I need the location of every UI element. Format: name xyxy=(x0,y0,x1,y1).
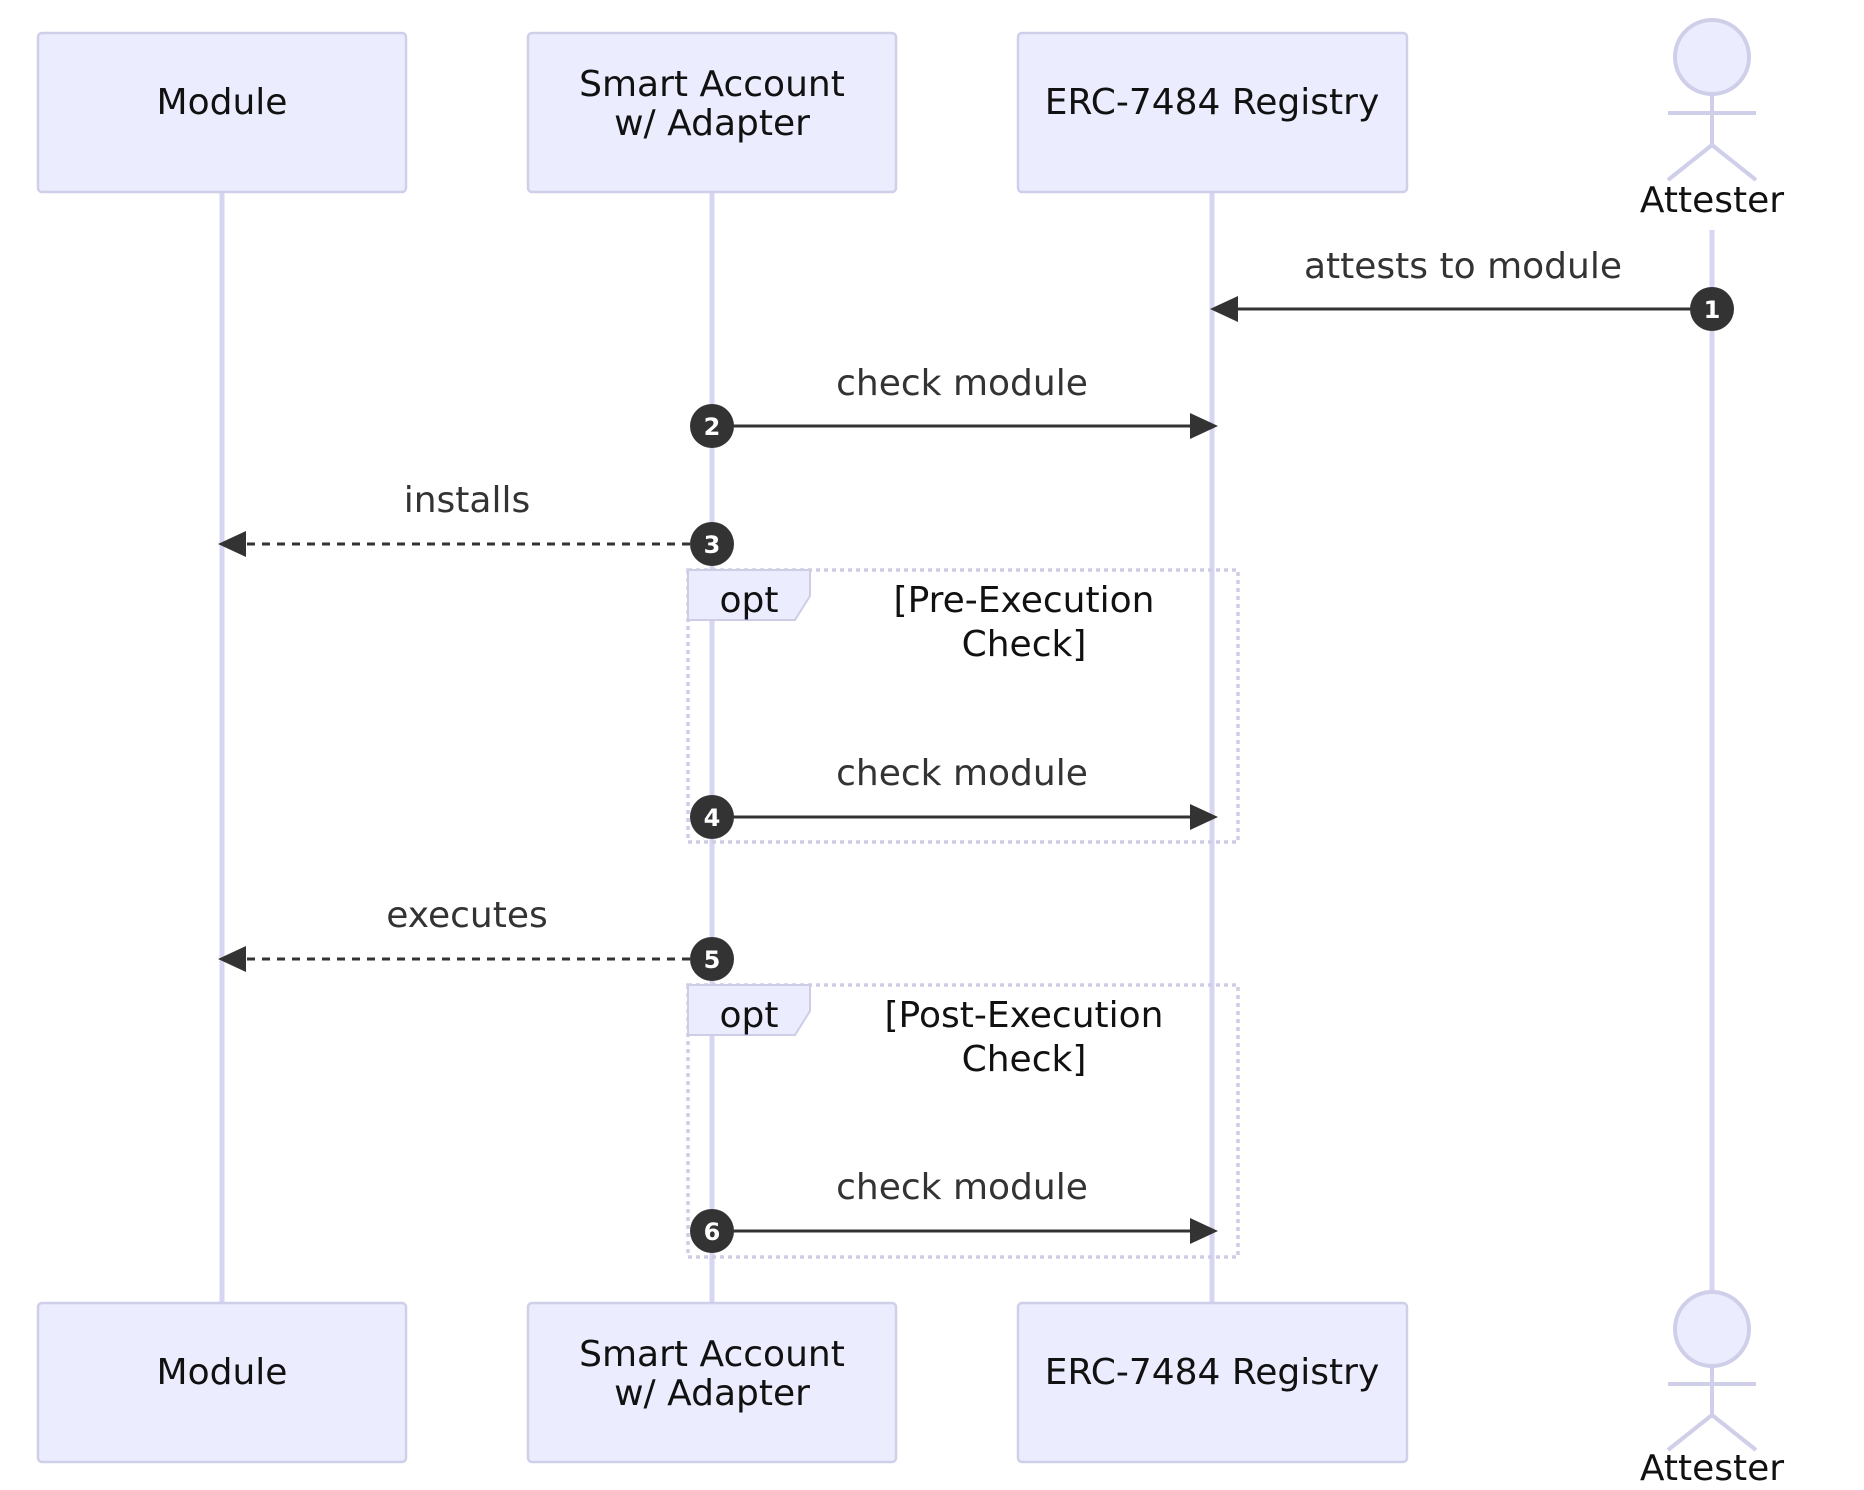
participant-attester-label: Attester xyxy=(1640,1448,1784,1489)
svg-text:5: 5 xyxy=(704,946,721,974)
participant-attester-label: Attester xyxy=(1640,180,1784,221)
participant-smart-account-bottom: Smart Account w/ Adapter xyxy=(526,1301,898,1464)
message-label: installs xyxy=(404,480,531,521)
svg-text:6: 6 xyxy=(704,1218,721,1246)
participant-module-label: Module xyxy=(157,1352,288,1393)
svg-text:2: 2 xyxy=(704,413,721,441)
participant-smart-account-top: Smart Account w/ Adapter xyxy=(526,31,898,194)
fragment-condition-line1: [Post-Execution xyxy=(884,995,1163,1036)
message-2: check module 2 xyxy=(690,363,1218,448)
participant-module-top: Module xyxy=(36,31,408,194)
participants-bottom: Module Smart Account w/ Adapter ERC-7484… xyxy=(36,1290,1784,1489)
arrowhead-left-icon xyxy=(218,946,246,972)
fragment-pre-execution: opt [Pre-Execution Check] xyxy=(686,568,1240,844)
message-label: attests to module xyxy=(1304,246,1622,287)
sequence-number-badge: 1 xyxy=(1690,287,1734,331)
messages: attests to module 1 check module 2 insta… xyxy=(218,246,1734,1253)
message-3: installs 3 xyxy=(218,480,734,566)
message-1: attests to module 1 xyxy=(1210,246,1734,331)
participants-top: Module Smart Account w/ Adapter ERC-7484… xyxy=(36,18,1784,221)
message-4: check module 4 xyxy=(690,753,1218,839)
arrowhead-left-icon xyxy=(218,531,246,557)
fragment-keyword: opt xyxy=(720,580,779,621)
fragment-condition-line2: Check] xyxy=(962,624,1087,665)
participant-registry-top: ERC-7484 Registry xyxy=(1016,31,1409,194)
participant-smart-account-label-line2: w/ Adapter xyxy=(614,1373,810,1414)
message-label: check module xyxy=(836,1167,1088,1208)
sequence-number-badge: 6 xyxy=(690,1209,734,1253)
lifelines xyxy=(219,192,1715,1303)
sequence-number-badge: 5 xyxy=(690,937,734,981)
svg-text:1: 1 xyxy=(1704,296,1721,324)
svg-text:3: 3 xyxy=(704,531,721,559)
participant-registry-label: ERC-7484 Registry xyxy=(1045,1352,1380,1393)
participant-module-label: Module xyxy=(157,82,288,123)
fragment-keyword: opt xyxy=(720,995,779,1036)
arrowhead-right-icon xyxy=(1190,804,1218,830)
fragment-condition-line1: [Pre-Execution xyxy=(894,580,1155,621)
attester-stick-figure-icon xyxy=(1666,18,1758,182)
participant-attester-top: Attester xyxy=(1640,18,1784,221)
svg-text:4: 4 xyxy=(704,804,721,832)
message-6: check module 6 xyxy=(690,1167,1218,1253)
sequence-number-badge: 4 xyxy=(690,795,734,839)
message-label: check module xyxy=(836,363,1088,404)
participant-registry-bottom: ERC-7484 Registry xyxy=(1016,1301,1409,1464)
arrowhead-right-icon xyxy=(1190,1218,1218,1244)
participant-smart-account-label-line2: w/ Adapter xyxy=(614,103,810,144)
arrowhead-left-icon xyxy=(1210,296,1238,322)
sequence-number-badge: 3 xyxy=(690,522,734,566)
participant-attester-bottom: Attester xyxy=(1640,1290,1784,1489)
fragment-post-execution: opt [Post-Execution Check] xyxy=(686,983,1240,1259)
sequence-number-badge: 2 xyxy=(690,404,734,448)
message-label: check module xyxy=(836,753,1088,794)
message-label: executes xyxy=(386,895,548,936)
fragment-condition-line2: Check] xyxy=(962,1039,1087,1080)
message-5: executes 5 xyxy=(218,895,734,981)
participant-smart-account-label-line1: Smart Account xyxy=(579,64,845,105)
participant-module-bottom: Module xyxy=(36,1301,408,1464)
participant-smart-account-label-line1: Smart Account xyxy=(579,1334,845,1375)
attester-stick-figure-icon xyxy=(1666,1290,1758,1452)
arrowhead-right-icon xyxy=(1190,413,1218,439)
participant-registry-label: ERC-7484 Registry xyxy=(1045,82,1380,123)
